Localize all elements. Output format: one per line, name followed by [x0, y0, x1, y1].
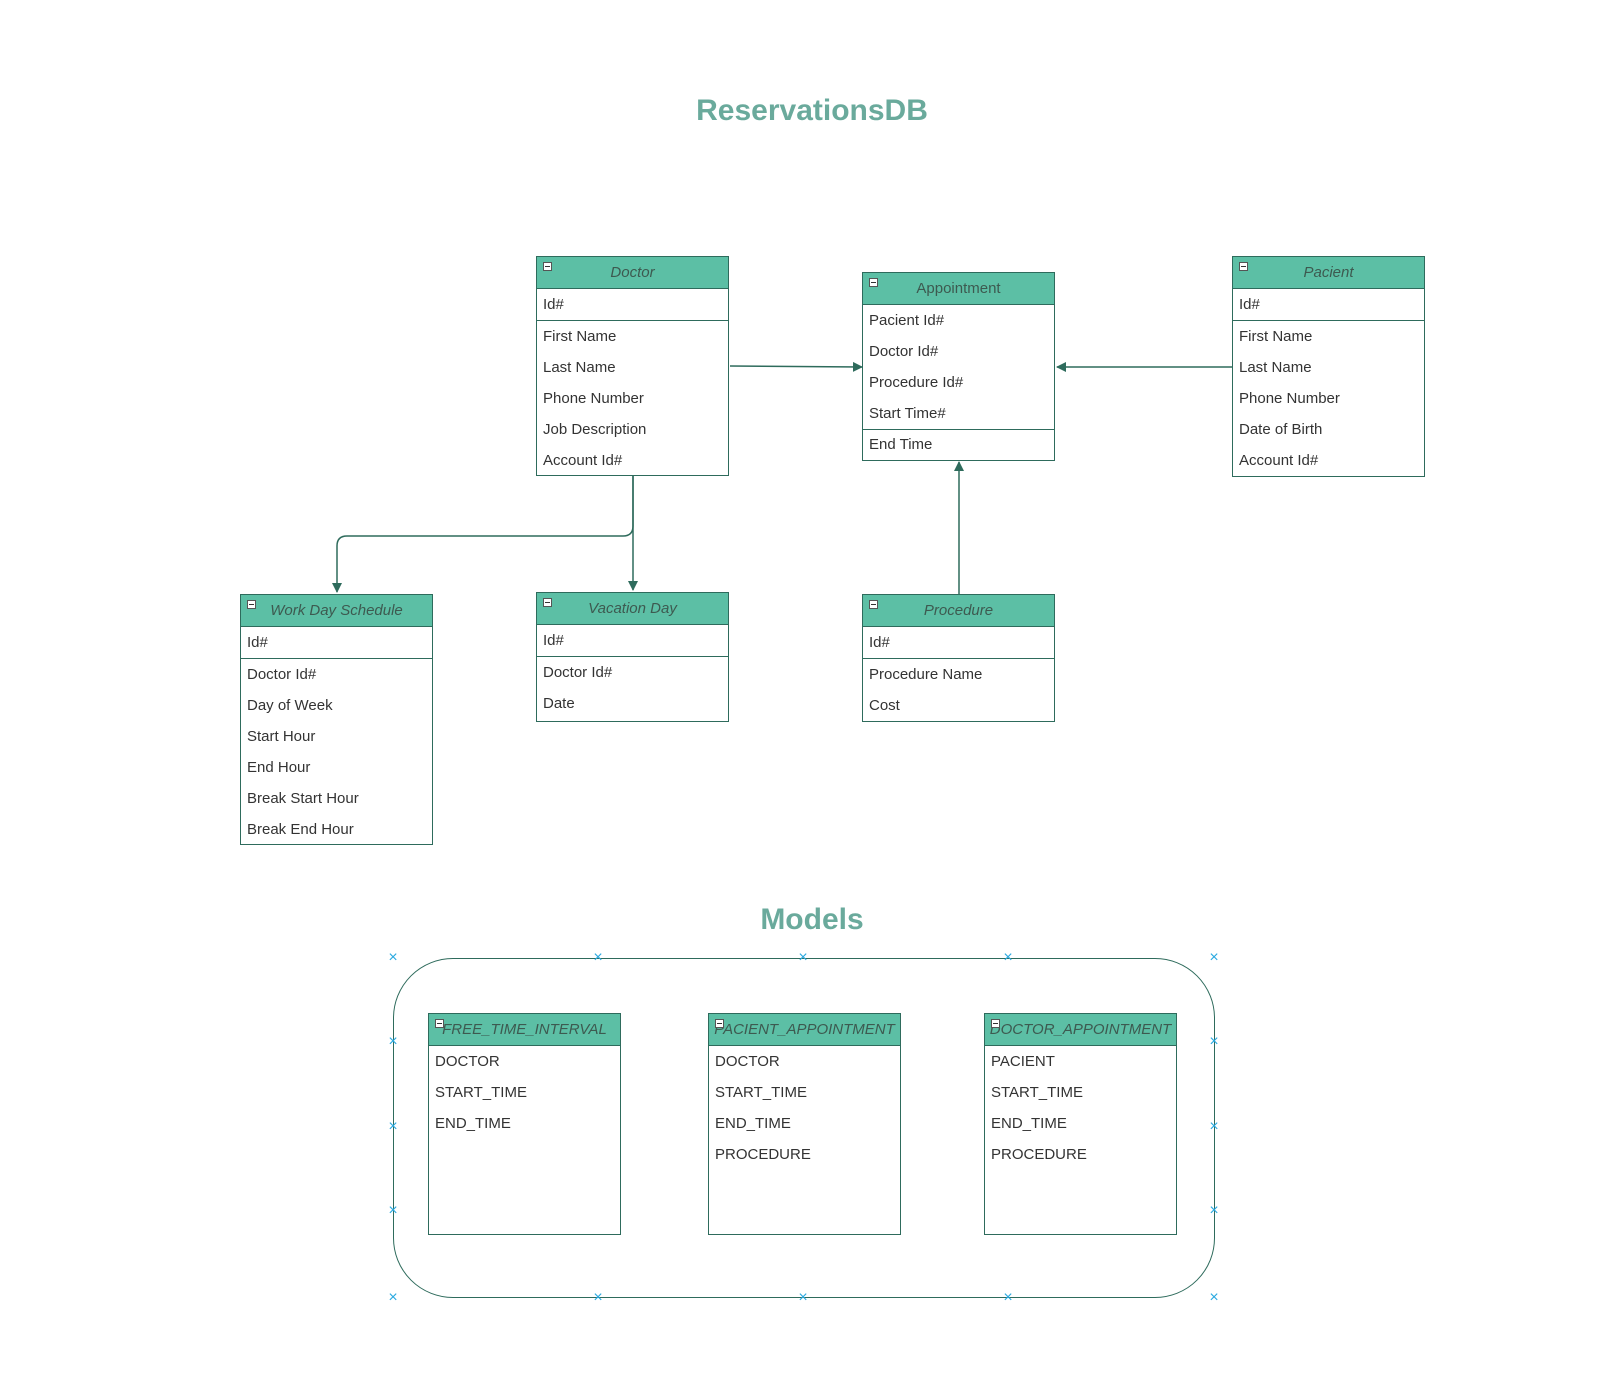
collapse-icon[interactable] — [543, 598, 552, 607]
resize-handle-icon[interactable]: × — [593, 1289, 603, 1306]
resize-handle-icon[interactable]: × — [1209, 1118, 1219, 1135]
model-field[interactable]: END_TIME — [715, 1115, 791, 1132]
collapse-icon[interactable] — [991, 1019, 1000, 1028]
entity-doctor[interactable]: Doctor Id# First Name Last Name Phone Nu… — [536, 256, 729, 476]
entity-field[interactable]: Last Name — [543, 359, 616, 376]
resize-handle-icon[interactable]: × — [1209, 1289, 1219, 1306]
resize-handle-icon[interactable]: × — [798, 949, 808, 966]
entity-procedure[interactable]: Procedure Id# Procedure Name Cost — [862, 594, 1055, 722]
entity-field[interactable]: Procedure Name — [869, 666, 983, 683]
entity-field[interactable]: Start Time# — [869, 405, 946, 422]
primary-key-field[interactable]: Id# — [1233, 289, 1424, 321]
model-name: FREE_TIME_INTERVAL — [442, 1021, 607, 1038]
resize-handle-icon[interactable]: × — [798, 1289, 808, 1306]
entity-field[interactable]: End Hour — [247, 759, 311, 776]
resize-handle-icon[interactable]: × — [388, 1033, 398, 1050]
entity-name: Pacient — [1303, 264, 1354, 281]
entity-field[interactable]: Last Name — [1239, 359, 1312, 376]
collapse-icon[interactable] — [715, 1019, 724, 1028]
resize-handle-icon[interactable]: × — [593, 949, 603, 966]
entity-header[interactable]: Work Day Schedule — [241, 595, 432, 627]
entity-header[interactable]: Procedure — [863, 595, 1054, 627]
entity-field[interactable]: Phone Number — [543, 390, 644, 407]
entity-field[interactable]: Pacient Id# — [869, 312, 945, 329]
relation-doctor-appointment[interactable] — [729, 361, 863, 372]
model-field[interactable]: PACIENT — [991, 1053, 1055, 1070]
entity-field[interactable]: Account Id# — [543, 452, 623, 469]
resize-handle-icon[interactable]: × — [388, 949, 398, 966]
entity-field[interactable]: Day of Week — [247, 697, 333, 714]
entity-header[interactable]: Vacation Day — [537, 593, 728, 625]
model-field[interactable]: DOCTOR — [435, 1053, 500, 1070]
model-header[interactable]: PACIENT_APPOINTMENT — [709, 1014, 900, 1046]
resize-handle-icon[interactable]: × — [1209, 1202, 1219, 1219]
entity-field[interactable]: Doctor Id# — [247, 666, 317, 683]
primary-key-field[interactable]: Id# — [537, 289, 728, 321]
entity-field[interactable]: Date — [543, 695, 575, 712]
model-header[interactable]: DOCTOR_APPOINTMENT — [985, 1014, 1176, 1046]
entity-field[interactable]: End Time — [863, 429, 1054, 459]
entity-vacation-day[interactable]: Vacation Day Id# Doctor Id# Date — [536, 592, 729, 722]
primary-key-field[interactable]: Id# — [863, 627, 1054, 659]
models-group-container[interactable] — [393, 958, 1215, 1298]
relation-doctor-work-day-schedule[interactable] — [332, 476, 634, 593]
resize-handle-icon[interactable]: × — [1003, 949, 1013, 966]
entity-pacient[interactable]: Pacient Id# First Name Last Name Phone N… — [1232, 256, 1425, 477]
model-field[interactable]: START_TIME — [435, 1084, 527, 1101]
collapse-icon[interactable] — [869, 600, 878, 609]
model-field[interactable]: PROCEDURE — [991, 1146, 1087, 1163]
resize-handle-icon[interactable]: × — [1209, 949, 1219, 966]
entity-field[interactable]: Doctor Id# — [869, 343, 939, 360]
entity-name: Work Day Schedule — [270, 602, 403, 619]
entity-name: Doctor — [610, 264, 655, 281]
entity-work-day-schedule[interactable]: Work Day Schedule Id# Doctor Id# Day of … — [240, 594, 433, 845]
resize-handle-icon[interactable]: × — [1003, 1289, 1013, 1306]
model-field[interactable]: END_TIME — [435, 1115, 511, 1132]
entity-header[interactable]: Appointment — [863, 273, 1054, 305]
entity-field[interactable]: Account Id# — [1239, 452, 1319, 469]
entity-appointment[interactable]: Appointment Pacient Id# Doctor Id# Proce… — [862, 272, 1055, 461]
model-field[interactable]: START_TIME — [715, 1084, 807, 1101]
model-field[interactable]: END_TIME — [991, 1115, 1067, 1132]
model-field[interactable]: START_TIME — [991, 1084, 1083, 1101]
entity-field[interactable]: Phone Number — [1239, 390, 1340, 407]
model-free-time-interval[interactable]: FREE_TIME_INTERVAL DOCTOR START_TIME END… — [428, 1013, 621, 1235]
primary-key-field[interactable]: Id# — [241, 627, 432, 659]
models-section-title: Models — [760, 903, 864, 936]
model-name: DOCTOR_APPOINTMENT — [989, 1021, 1172, 1038]
resize-handle-icon[interactable]: × — [1209, 1033, 1219, 1050]
resize-handle-icon[interactable]: × — [388, 1118, 398, 1135]
entity-header[interactable]: Pacient — [1233, 257, 1424, 289]
entity-name: Appointment — [916, 280, 1001, 297]
model-field[interactable]: DOCTOR — [715, 1053, 780, 1070]
entity-field[interactable]: Procedure Id# — [869, 374, 964, 391]
entity-field[interactable]: Break End Hour — [247, 821, 354, 838]
diagram-title: ReservationsDB — [696, 94, 928, 127]
entity-field[interactable]: Doctor Id# — [543, 664, 613, 681]
entity-field[interactable]: Cost — [869, 697, 900, 714]
collapse-icon[interactable] — [247, 600, 256, 609]
entity-field[interactable]: First Name — [543, 328, 617, 345]
model-doctor-appointment[interactable]: DOCTOR_APPOINTMENT PACIENT START_TIME EN… — [984, 1013, 1177, 1235]
collapse-icon[interactable] — [543, 262, 552, 271]
entity-field[interactable]: Start Hour — [247, 728, 316, 745]
model-header[interactable]: FREE_TIME_INTERVAL — [429, 1014, 620, 1046]
entity-field[interactable]: First Name — [1239, 328, 1313, 345]
model-name: PACIENT_APPOINTMENT — [714, 1021, 895, 1038]
entity-name: Vacation Day — [588, 600, 677, 617]
entity-field[interactable]: Date of Birth — [1239, 421, 1323, 438]
model-field[interactable]: PROCEDURE — [715, 1146, 811, 1163]
model-pacient-appointment[interactable]: PACIENT_APPOINTMENT DOCTOR START_TIME EN… — [708, 1013, 901, 1235]
primary-key-field[interactable]: Id# — [537, 625, 728, 657]
entity-field[interactable]: Break Start Hour — [247, 790, 359, 807]
resize-handle-icon[interactable]: × — [388, 1202, 398, 1219]
entity-header[interactable]: Doctor — [537, 257, 728, 289]
collapse-icon[interactable] — [435, 1019, 444, 1028]
entity-field[interactable]: Job Description — [543, 421, 647, 438]
entity-name: Procedure — [923, 602, 994, 619]
collapse-icon[interactable] — [1239, 262, 1248, 271]
collapse-icon[interactable] — [869, 278, 878, 287]
resize-handle-icon[interactable]: × — [388, 1289, 398, 1306]
